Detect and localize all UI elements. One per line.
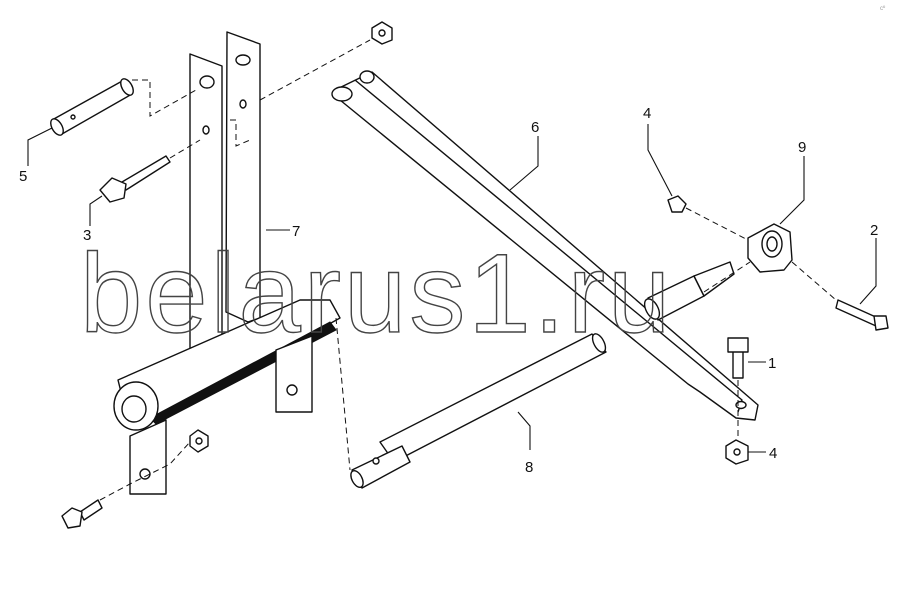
tie-rod-part-6: [331, 70, 759, 421]
nut-top: [371, 21, 393, 45]
bracket-assembly-part-7: [113, 31, 341, 495]
bolt-part-1: [727, 337, 749, 379]
watermark: belarus1.ru: [80, 231, 673, 356]
callout-4-bottom: 4: [769, 445, 777, 462]
bolt-bottom-left: [61, 499, 103, 529]
corner-mark: сº: [880, 5, 886, 12]
bolt-part-3: [99, 155, 171, 203]
callout-6: 6: [531, 119, 539, 136]
nut-lower-left: [189, 429, 209, 453]
assembly-lines: [99, 39, 837, 501]
callout-8: 8: [525, 459, 533, 476]
nut-part-4-top: [667, 195, 687, 213]
nut-part-4-bottom: [725, 439, 749, 465]
bolt-part-2: [835, 299, 889, 331]
strut-part-8: [350, 333, 607, 489]
callout-9: 9: [798, 139, 806, 156]
clamp-part-9: [643, 223, 793, 321]
callout-7: 7: [292, 223, 300, 240]
pin-part-5: [50, 78, 134, 136]
callout-1: 1: [768, 355, 776, 372]
leader-lines: [27, 124, 877, 453]
callout-3: 3: [83, 227, 91, 244]
callout-5: 5: [19, 168, 27, 185]
callout-2: 2: [870, 222, 878, 239]
callout-4-top: 4: [643, 105, 651, 122]
